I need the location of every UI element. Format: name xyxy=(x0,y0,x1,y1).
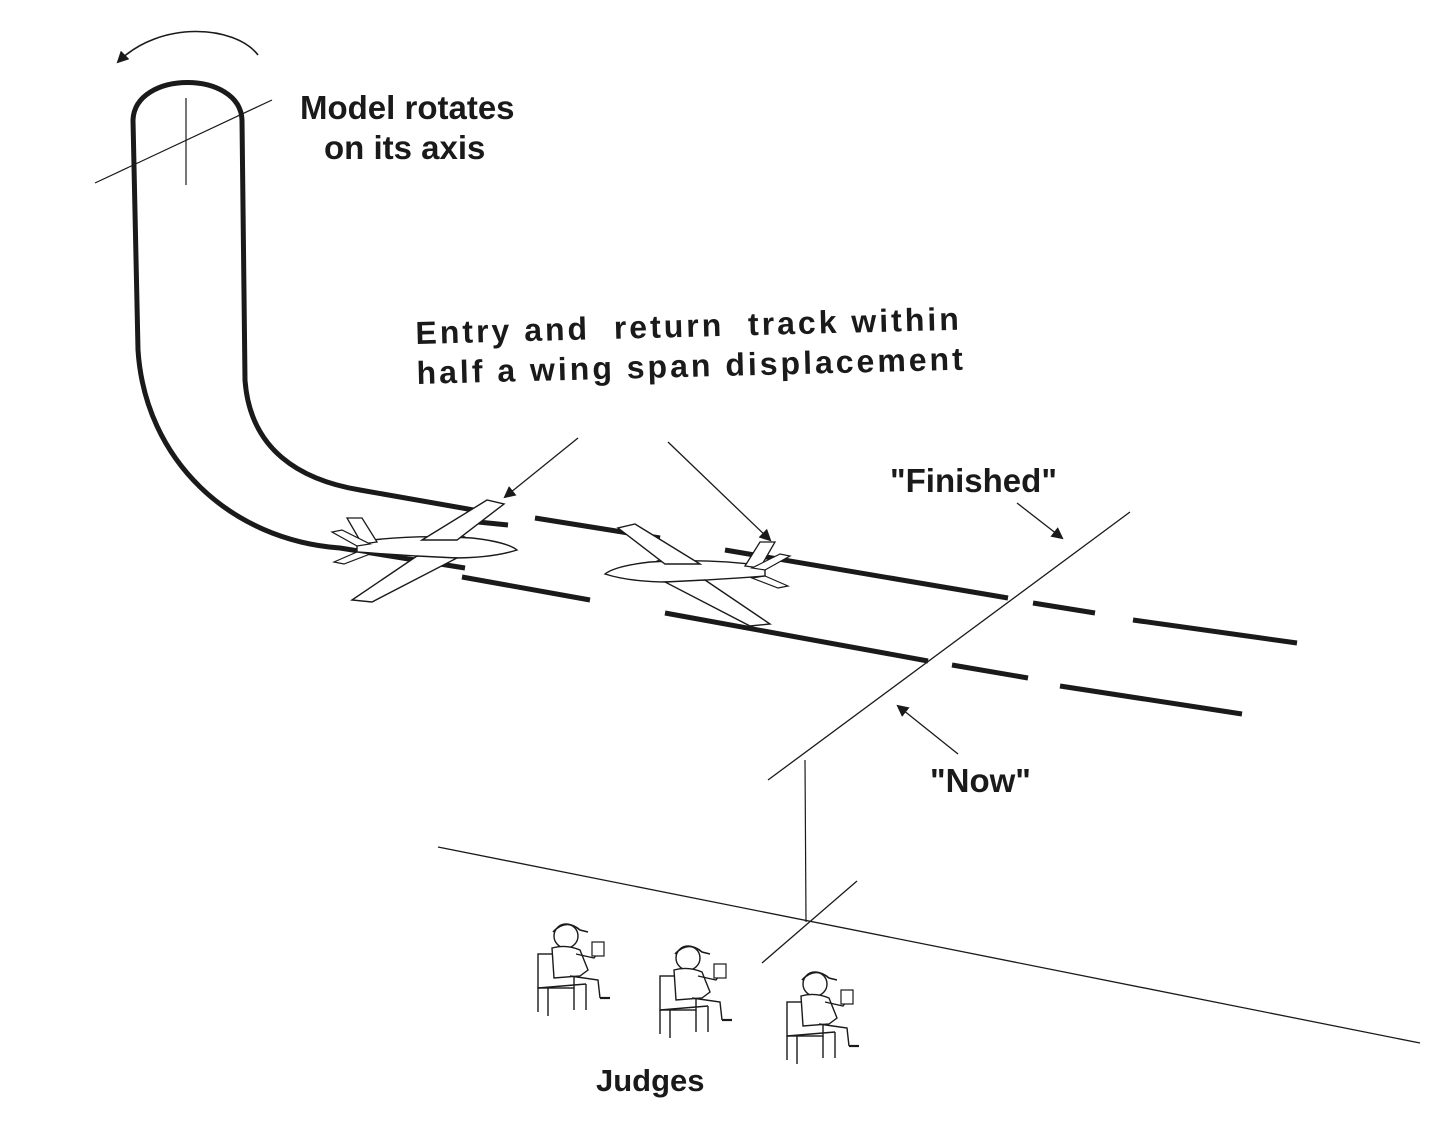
now-pointer xyxy=(896,704,959,755)
flight-path-loop xyxy=(130,80,486,571)
track-label: Entry and return track within half a win… xyxy=(415,299,966,393)
judge-icon xyxy=(658,944,734,1040)
judge-icon xyxy=(536,922,612,1018)
rotation-label-line: Model rotates xyxy=(300,89,515,126)
judges-sight-line xyxy=(804,759,807,923)
rotation-axis-line xyxy=(94,99,273,184)
rotation-label: Model rotates on its axis xyxy=(300,88,515,168)
ground-cross-line xyxy=(761,880,858,964)
judges-label: Judges xyxy=(596,1063,705,1098)
gate-line xyxy=(767,511,1131,781)
airplane-icon xyxy=(331,499,518,603)
track-pointer-right xyxy=(667,441,772,542)
now-label: "Now" xyxy=(930,762,1031,799)
rotation-label-line: on its axis xyxy=(324,129,486,166)
lower-track xyxy=(461,574,1243,717)
finished-label: "Finished" xyxy=(890,462,1057,499)
judge-icon xyxy=(785,970,861,1066)
track-pointer-left xyxy=(503,437,579,499)
airplane-icon xyxy=(604,523,791,627)
ground-line xyxy=(437,846,1421,1044)
rotation-arrow-icon xyxy=(116,30,259,64)
upper-track xyxy=(477,515,1298,646)
finished-pointer xyxy=(1016,502,1064,540)
